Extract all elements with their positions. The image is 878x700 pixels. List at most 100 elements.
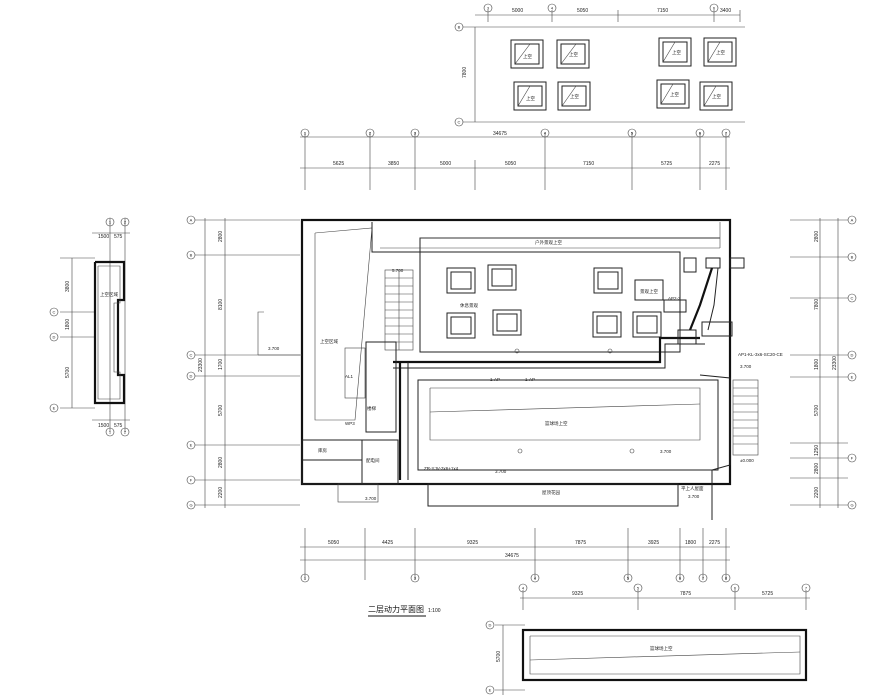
right-dim-7: 2200 — [814, 487, 820, 498]
bottom-dim-6: 1800 — [685, 540, 696, 546]
right-dim-4: 5700 — [814, 405, 820, 416]
cable-label: AP2-2 — [668, 296, 681, 301]
axis-bubble: 5 — [627, 576, 630, 581]
room-label: 库房 — [318, 447, 327, 454]
axis-bubble: 3 — [487, 6, 490, 11]
axis-bubble: 2 — [369, 131, 372, 136]
top-dim-6: 5725 — [661, 161, 672, 167]
room-label: 楼梯 — [367, 405, 376, 412]
left-dim-1: 2800 — [218, 231, 224, 242]
main-building: 3.700 3.700 3.700 3.700 3.700 3.700 ±0.0… — [257, 218, 783, 520]
left-dim-4: 5700 — [218, 405, 224, 416]
room-label: 户外景观上空 — [535, 239, 562, 246]
axis-bubble: F — [190, 478, 193, 483]
room-label: 上空 — [569, 51, 578, 57]
left-dim-5: 2800 — [218, 457, 224, 468]
top-detail-dim-1: 5000 — [512, 8, 523, 14]
axis-bubble: B — [190, 253, 193, 258]
right-dim-1: 2800 — [814, 231, 820, 242]
top-dim-5: 7150 — [583, 161, 594, 167]
cable-label: 1-AP — [490, 377, 500, 382]
main-top-dimensions: 34675 5625 3850 5000 5050 7150 5725 2275… — [300, 128, 731, 190]
left-detail-side-dim: 3800 — [65, 281, 71, 292]
right-dim-5: 1250 — [814, 445, 820, 456]
room-label: 上空 — [570, 93, 579, 99]
axis-bubble: 6 — [734, 586, 737, 591]
axis-bubble: C — [190, 353, 193, 358]
room-label: 平上人屋面 — [681, 485, 704, 492]
axis-bubble: 1 — [304, 131, 307, 136]
top-total-dim: 34675 — [493, 131, 507, 137]
elevation-label: 3.700 — [268, 346, 280, 351]
axis-bubble: F — [851, 456, 854, 461]
axis-bubble: B — [458, 25, 461, 30]
axis-bubble: 1 — [109, 430, 112, 435]
axis-bubble: 6 — [713, 6, 716, 11]
room-label: 上空 — [670, 91, 679, 97]
left-detail-top-dim: 575 — [114, 234, 123, 240]
bottom-dim-1: 5050 — [328, 540, 339, 546]
left-detail: 1 2 1 2 1500 575 1500 575 C D E 3800 180… — [49, 217, 130, 437]
axis-bubble: 3 — [414, 576, 417, 581]
main-bottom-dimensions: 5050 4425 9325 7875 3925 1800 2275 34675… — [300, 528, 731, 583]
axis-bubble: 5 — [631, 131, 634, 136]
axis-bubble: D — [851, 353, 854, 358]
axis-bubble: 6 — [679, 576, 682, 581]
elevation-label: ±0.000 — [740, 458, 754, 463]
axis-bubble: C — [458, 120, 461, 125]
top-dim-3: 5000 — [440, 161, 451, 167]
room-label: 篮球场上空 — [545, 420, 568, 427]
room-label: 上空 — [526, 95, 535, 101]
axis-bubble: C — [851, 296, 854, 301]
drawing-title-block: 二层动力平面图 1:100 — [368, 604, 441, 617]
axis-bubble: 7 — [805, 586, 808, 591]
cable-label: WP3 — [345, 421, 355, 426]
room-label: 上空区域 — [320, 338, 338, 344]
elevation-label: 3.700 — [740, 364, 752, 369]
axis-bubble: A — [190, 218, 193, 223]
top-dim-1: 5625 — [333, 161, 344, 167]
bottom-dim-4: 7875 — [575, 540, 586, 546]
axis-bubble: 5 — [637, 586, 640, 591]
axis-bubble: 4 — [551, 6, 554, 11]
axis-bubble: 7 — [702, 576, 705, 581]
bottom-dim-7: 2275 — [709, 540, 720, 546]
right-dim-2: 7800 — [814, 299, 820, 310]
room-label: 屋顶花园 — [542, 489, 560, 496]
axis-bubble: D — [190, 374, 193, 379]
drawing-title: 二层动力平面图 — [368, 604, 424, 614]
main-right-dimensions: 23300 2800 7800 1800 5700 1250 2800 2200… — [790, 215, 857, 510]
axis-bubble: B — [851, 255, 854, 260]
elevation-label: 5.700 — [392, 268, 404, 273]
axis-bubble: 2 — [124, 220, 127, 225]
bottom-total-dim: 34675 — [505, 553, 519, 559]
right-dim-3: 1800 — [814, 359, 820, 370]
axis-bubble: E — [190, 443, 193, 448]
axis-bubble: E — [851, 375, 854, 380]
top-detail-dim-2: 5050 — [577, 8, 588, 14]
axis-bubble: 7 — [725, 131, 728, 136]
room-label: 上空 — [523, 53, 532, 59]
cable-label: AL1 — [345, 374, 354, 379]
room-label: 景观上空 — [640, 288, 658, 295]
room-label: 配电间 — [366, 457, 380, 464]
room-label: 篮球场上空 — [650, 645, 673, 652]
bottom-detail-side-dim: 5700 — [496, 651, 502, 662]
right-total-dim: 23300 — [832, 356, 838, 370]
drawing-scale: 1:100 — [428, 608, 441, 614]
elevation-label: 3.700 — [660, 449, 672, 454]
axis-bubble: D — [489, 623, 492, 628]
main-left-dimensions: 23300 2800 8100 1700 5700 2800 2200 A B … — [186, 215, 300, 510]
axis-bubble: C — [53, 310, 56, 315]
left-total-dim: 23300 — [198, 358, 204, 372]
top-dim-4: 5050 — [505, 161, 516, 167]
top-dim-2: 3850 — [388, 161, 399, 167]
axis-bubble: E — [53, 406, 56, 411]
left-detail-top-dim: 1500 — [98, 234, 109, 240]
axis-bubble: G — [850, 503, 853, 508]
bottom-detail-dim: 7875 — [680, 591, 691, 597]
left-detail-bottom-dim: 1500 — [98, 423, 109, 429]
axis-bubble: 6 — [699, 131, 702, 136]
